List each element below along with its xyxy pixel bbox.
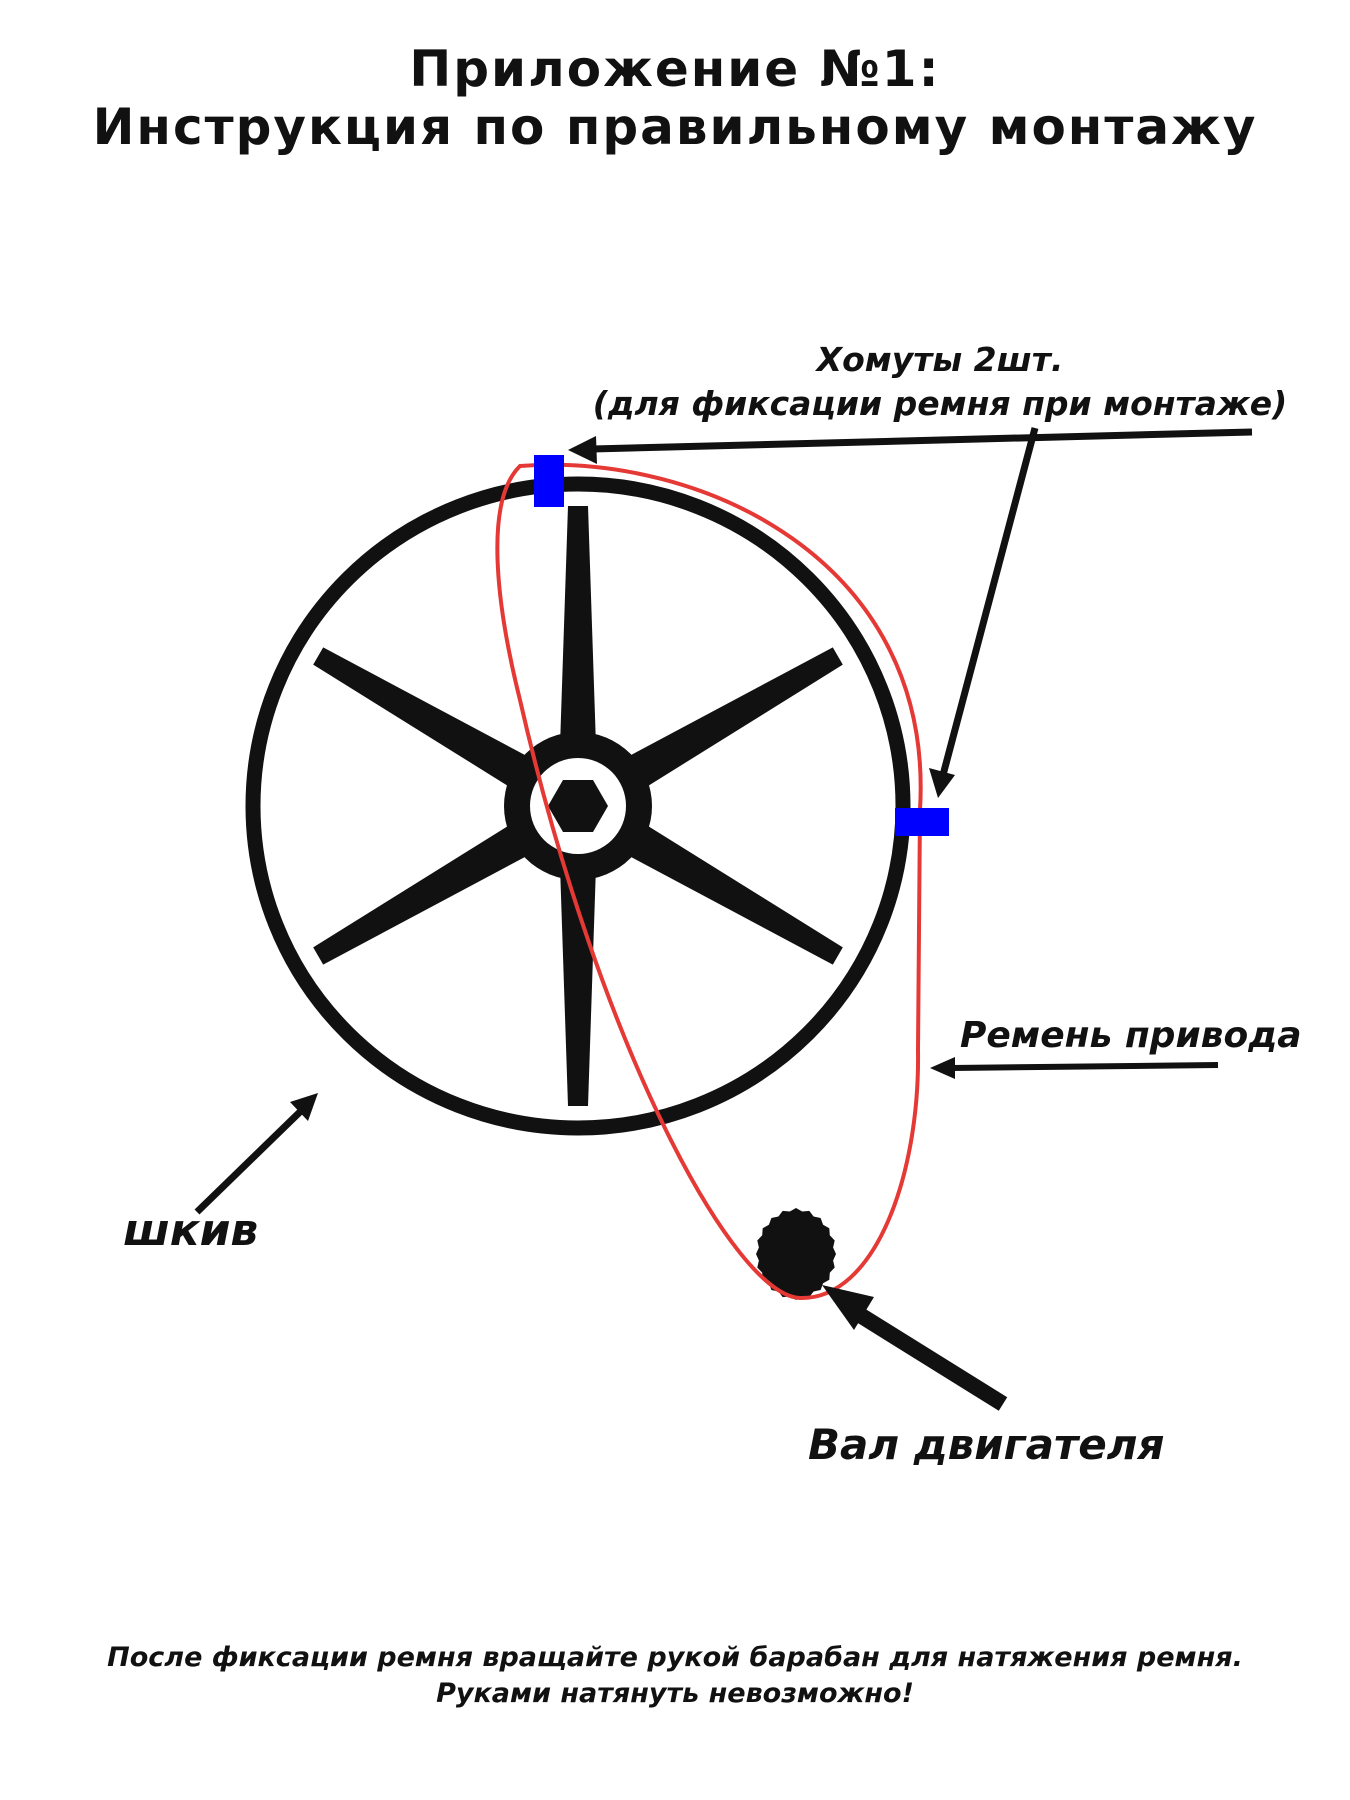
clamps-arrow-side-line bbox=[939, 427, 1039, 776]
drive-belt bbox=[495, 462, 923, 1301]
clamps-arrow-top-head bbox=[568, 436, 597, 464]
pointer-arrows bbox=[194, 427, 1253, 1411]
hex-nut-icon bbox=[548, 780, 608, 832]
pulley-arrow-head bbox=[290, 1093, 318, 1121]
clamps-label-line-1: Хомуты 2шт. bbox=[816, 340, 1064, 379]
clamps-arrow-top-line bbox=[591, 428, 1253, 453]
pulley-spoke bbox=[313, 820, 536, 965]
pulley-label: шкив bbox=[123, 1205, 259, 1256]
clamps-label: Хомуты 2шт. (для фиксации ремня при монт… bbox=[540, 338, 1340, 426]
motor-shaft-arrow-head bbox=[822, 1285, 874, 1330]
motor-shaft-core bbox=[762, 1220, 830, 1288]
belt-label: Ремень привода bbox=[960, 1015, 1302, 1056]
pulley-spoke bbox=[620, 820, 843, 965]
pulley-spoke bbox=[313, 647, 536, 792]
clamps-label-line-2: (для фиксации ремня при монтаже) bbox=[592, 384, 1288, 423]
pulley-spoke bbox=[560, 866, 596, 1106]
motor-shaft-label: Вал двигателя bbox=[808, 1420, 1165, 1469]
footer-line-1: После фиксации ремня вращайте рукой бара… bbox=[107, 1642, 1243, 1673]
footer-line-2: Руками натянуть невозможно! bbox=[436, 1678, 914, 1709]
pulley bbox=[245, 476, 911, 1136]
pulley-spoke bbox=[620, 647, 843, 792]
pulley-arrow-line bbox=[194, 1105, 307, 1215]
pulley-spokes bbox=[313, 506, 843, 1106]
title-line-1: Приложение №1: bbox=[409, 40, 941, 98]
clamps bbox=[534, 455, 949, 836]
pulley-spoke bbox=[560, 506, 596, 746]
belt-arrow-head bbox=[930, 1057, 955, 1079]
motor-shaft-arrow-line bbox=[847, 1303, 1008, 1411]
motor-shaft bbox=[756, 1208, 836, 1300]
title-line-2: Инструкция по правильному монтажу bbox=[92, 98, 1258, 156]
clamps-arrow-side-head bbox=[929, 768, 955, 798]
belt-arrow-line bbox=[951, 1062, 1219, 1071]
pulley-rim bbox=[245, 476, 911, 1136]
clamp-top bbox=[534, 455, 564, 507]
footer-note: После фиксации ремня вращайте рукой бара… bbox=[0, 1640, 1350, 1712]
clamp-side bbox=[895, 808, 949, 836]
page-title: Приложение №1: Инструкция по правильному… bbox=[0, 40, 1350, 156]
